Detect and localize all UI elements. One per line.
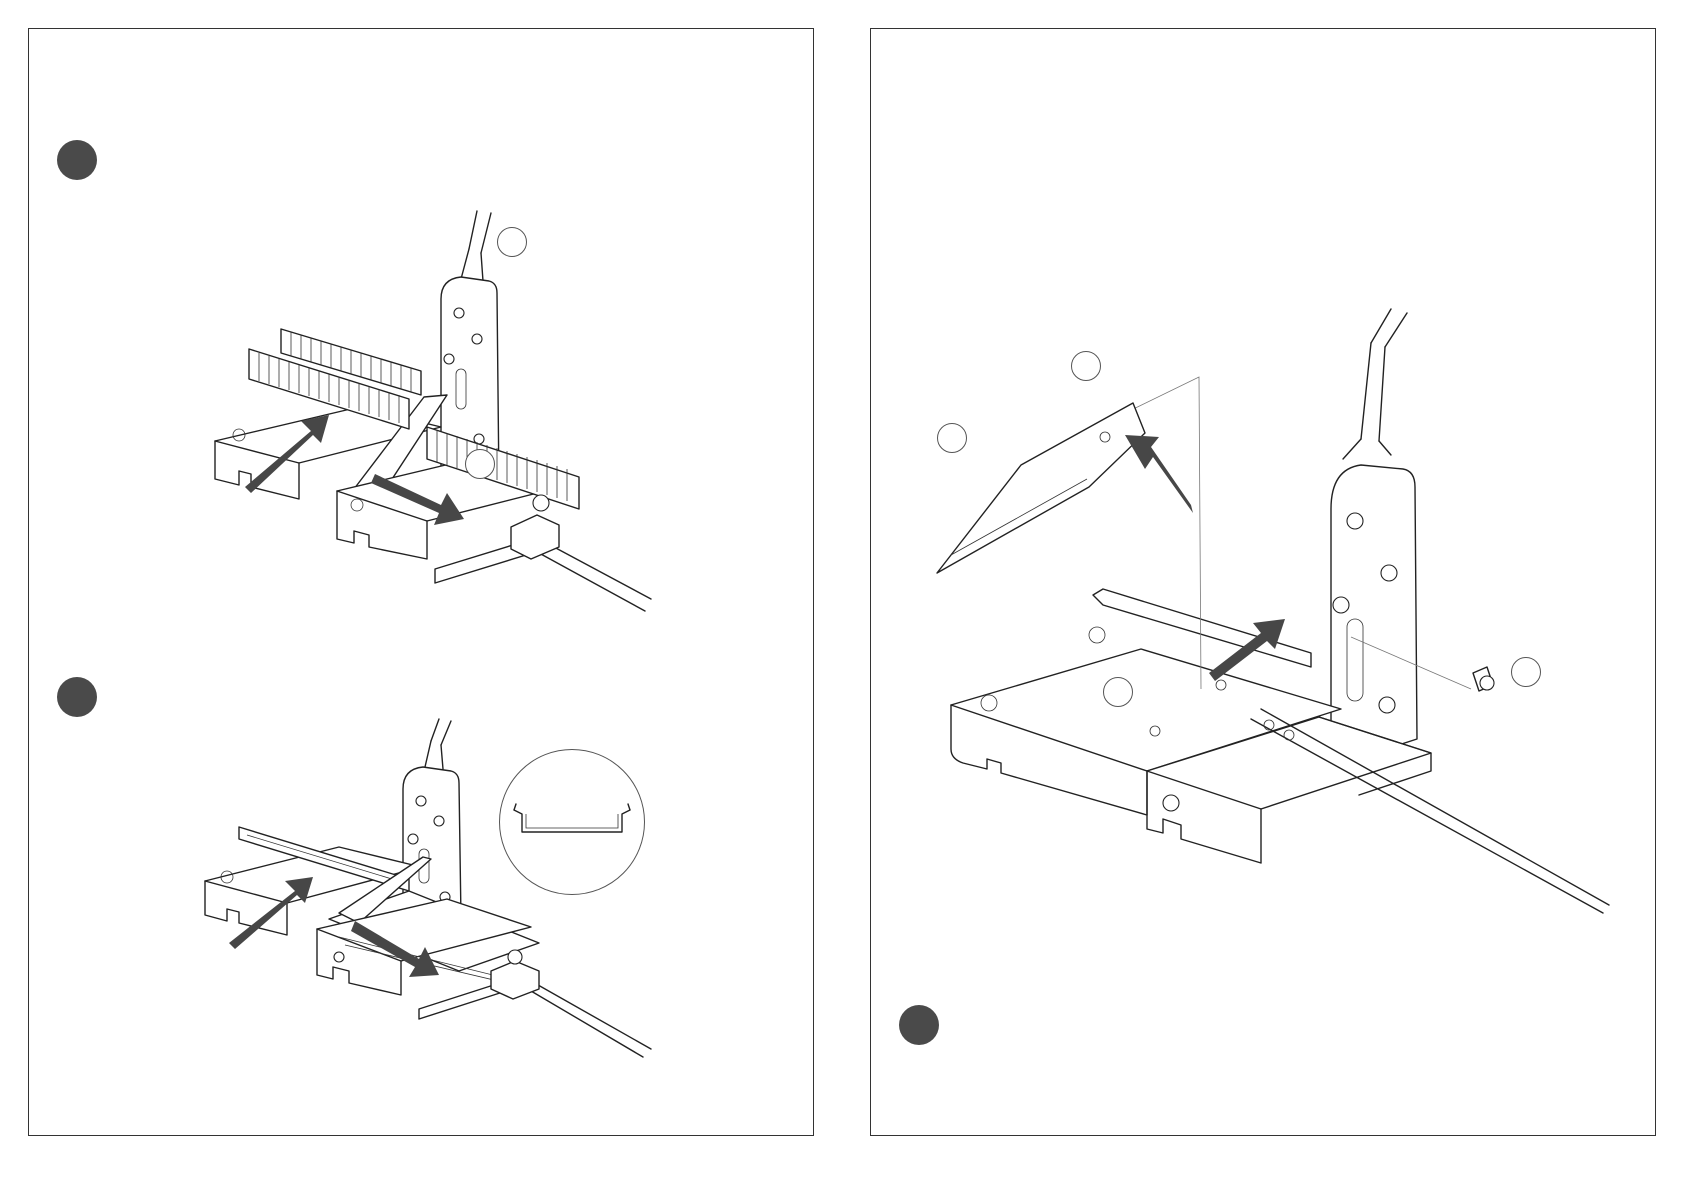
step-marker-dot bbox=[57, 140, 97, 180]
step-marker-dot bbox=[57, 677, 97, 717]
callout-circle bbox=[937, 423, 967, 453]
callout-circle bbox=[465, 449, 495, 479]
zoom-detail-circle bbox=[499, 749, 645, 895]
manual-page-right bbox=[870, 28, 1656, 1136]
illustration-duct-cutting bbox=[179, 209, 739, 649]
callout-circle bbox=[1511, 657, 1541, 687]
callout-circle bbox=[1071, 351, 1101, 381]
callout-circle bbox=[1103, 677, 1133, 707]
illustration-blade-assembly bbox=[891, 319, 1621, 959]
manual-page-left bbox=[28, 28, 814, 1136]
step-marker-dot bbox=[899, 1005, 939, 1045]
rail-profile-detail bbox=[500, 750, 646, 896]
callout-circle bbox=[497, 227, 527, 257]
